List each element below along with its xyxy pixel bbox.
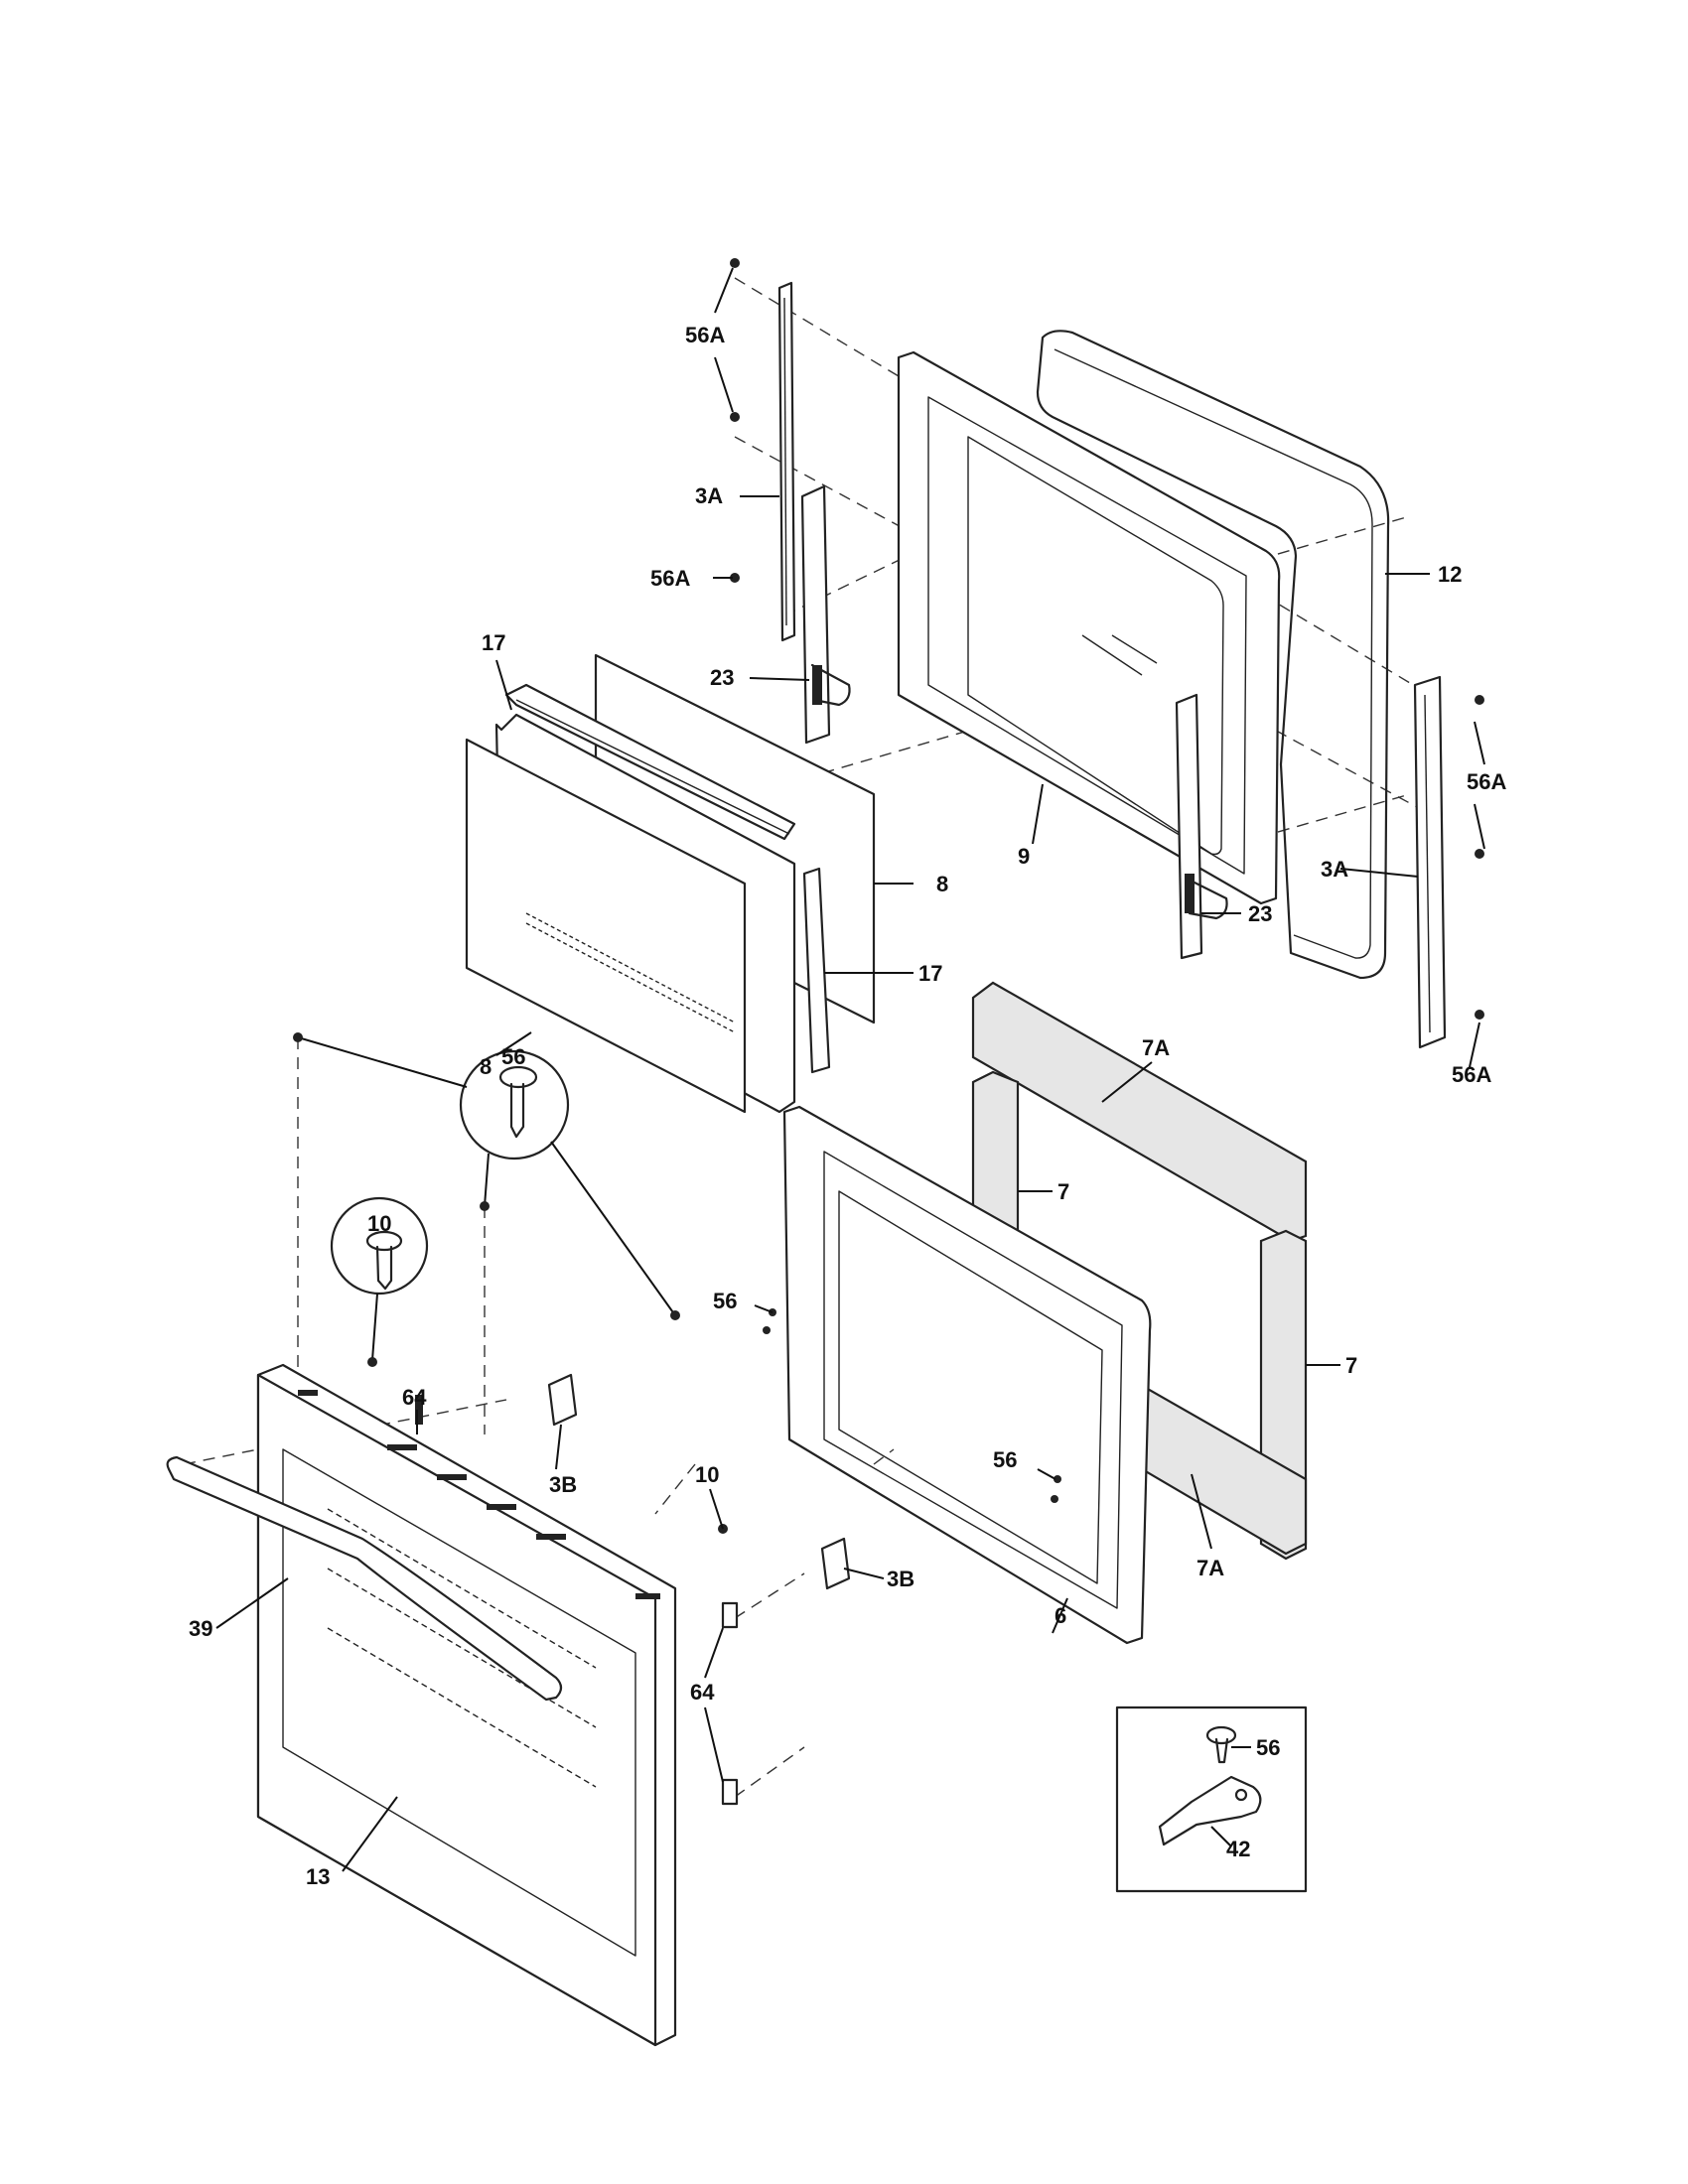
label-56a-right-bottom: 56A [1452,1062,1491,1087]
label-56-inset: 56 [1256,1735,1280,1760]
label-39: 39 [189,1616,212,1641]
label-3b-right: 3B [887,1567,914,1591]
label-64-top: 64 [402,1385,427,1410]
label-8-outer: 8 [480,1054,492,1079]
label-3a-right: 3A [1321,857,1348,882]
label-6: 6 [1055,1603,1066,1628]
label-3a-left: 3A [695,483,723,508]
label-56-liner-left: 56 [713,1289,737,1313]
glass-spacer-17-top [504,683,796,841]
door-liner-6 [782,1105,1152,1645]
label-8-inner: 8 [936,872,948,896]
label-7-right: 7 [1345,1353,1357,1378]
trim-clips-64 [721,1601,739,1806]
label-56-detail: 56 [501,1044,525,1069]
label-17-right: 17 [918,961,942,986]
label-3b-left: 3B [549,1472,577,1497]
leader-lines [215,267,1485,1872]
hinge-23-left [800,484,851,745]
insulation-7a-top [971,981,1308,1243]
hinge-23-right [1175,693,1228,960]
label-23-left: 23 [710,665,734,690]
glass-spacer-17-right [802,867,831,1074]
screw-detail-10 [330,1196,429,1367]
label-56a-top-left-1: 56A [685,323,725,347]
label-23-right: 23 [1248,901,1272,926]
outer-glass-8 [465,713,796,1114]
bracket-3a-left [777,281,796,642]
label-64-right: 64 [690,1680,715,1705]
label-7a-bottom: 7A [1196,1556,1224,1580]
screw-56a-right [1475,695,1484,1020]
outer-door-13 [256,1363,677,2047]
label-56-liner-right: 56 [993,1447,1017,1472]
label-7a-top: 7A [1142,1035,1170,1060]
label-12: 12 [1438,562,1462,587]
liner-screws-56 [763,1308,1061,1503]
inset-detail-box [1115,1706,1308,1893]
label-17-top: 17 [482,630,505,655]
label-56a-right-top: 56A [1467,769,1506,794]
vent-clip-3b-left [547,1373,578,1427]
label-7-left: 7 [1057,1179,1069,1204]
label-10-right: 10 [695,1462,719,1487]
screw-detail-56 [293,1032,680,1320]
gasket-frame-12 [1036,330,1390,980]
handle-39 [166,1455,563,1702]
label-9: 9 [1018,844,1030,869]
label-10-detail: 10 [367,1211,391,1236]
label-42-inset: 42 [1226,1837,1250,1861]
label-56a-top-left-2: 56A [650,566,690,591]
vent-clip-3b-right [820,1537,851,1590]
screw-56a-top-left [730,258,740,583]
callout-labels: 56A 3A 56A 12 23 17 8 17 8 9 56A 3A 23 5… [189,323,1506,1889]
label-13: 13 [306,1864,330,1889]
bracket-3a-right [1413,675,1447,1049]
